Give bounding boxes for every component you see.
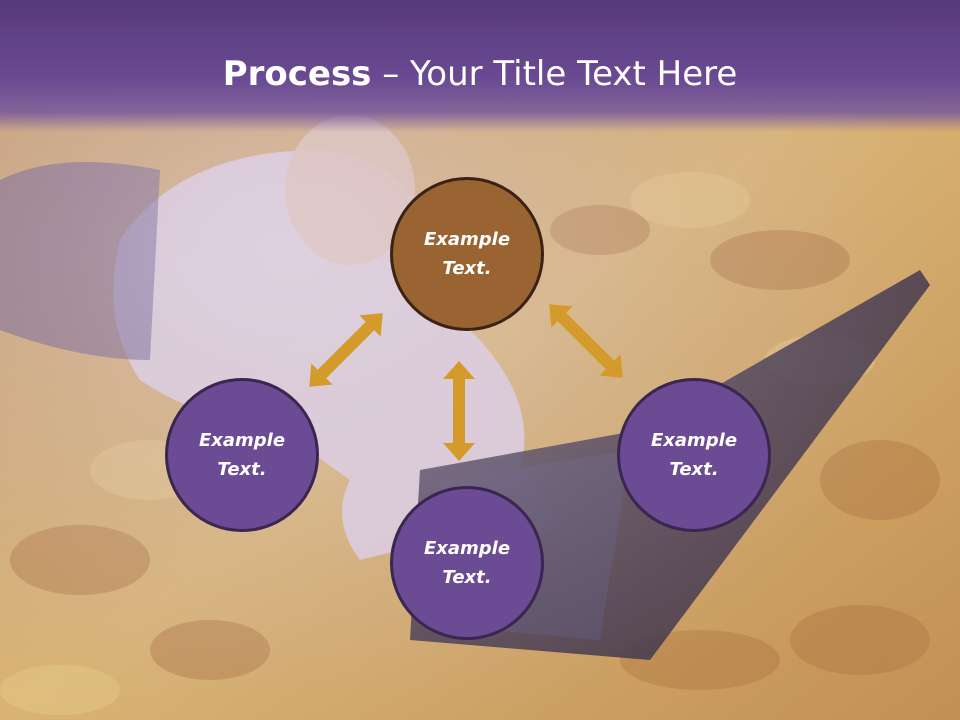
node-top[interactable]: Example Text. xyxy=(390,177,544,331)
node-bottom[interactable]: Example Text. xyxy=(390,486,544,640)
node-right-label: Example Text. xyxy=(650,430,738,480)
double-arrow-icon xyxy=(549,304,623,378)
title-band xyxy=(0,0,960,132)
title-rest: – Your Title Text Here xyxy=(371,54,738,94)
node-right[interactable]: Example Text. xyxy=(617,378,771,532)
node-bottom-label: Example Text. xyxy=(423,538,511,588)
node-top-label: Example Text. xyxy=(423,229,511,279)
title-bold: Process xyxy=(222,54,372,94)
node-left-label: Example Text. xyxy=(198,430,286,480)
node-left[interactable]: Example Text. xyxy=(165,378,319,532)
double-arrow-icon xyxy=(309,313,383,387)
double-arrow-icon xyxy=(443,361,475,461)
slide-title: Process – Your Title Text Here xyxy=(0,52,960,96)
